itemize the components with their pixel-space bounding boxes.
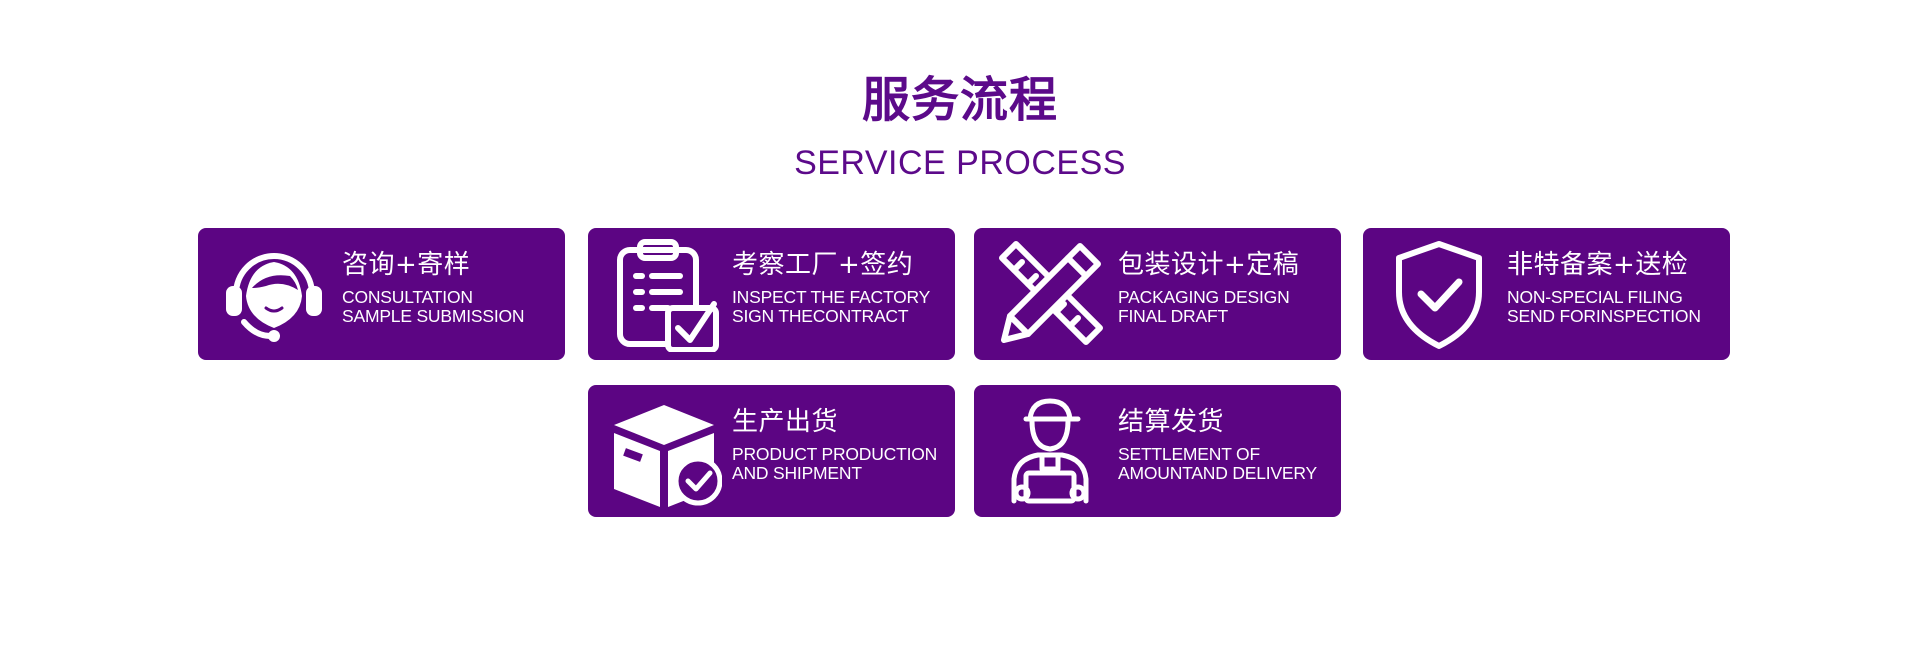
step-subtitle-line2: AND SHIPMENT [732,463,862,483]
step-title-cn: 咨询+寄样 [342,250,471,280]
pencil-ruler-icon [992,236,1108,352]
clipboard-check-icon [606,236,722,352]
headset-support-icon [216,236,332,352]
step-subtitle-line1: NON-SPECIAL FILING [1507,287,1683,307]
step-title-cn: 考察工厂+签约 [732,250,914,280]
page-title-cn: 服务流程 [861,72,1058,128]
step-subtitle-line1: INSPECT THE FACTORY [732,287,931,307]
delivery-person-icon [992,393,1108,509]
box-check-icon [606,393,722,509]
step-subtitle-line1: PRODUCT PRODUCTION [732,444,938,464]
step-subtitle-line2: SIGN THECONTRACT [732,306,909,326]
step-card-production-shipment: 生产出货 PRODUCT PRODUCTION AND SHIPMENT [588,385,955,517]
step-card-packaging-design: 包装设计+定稿 PACKAGING DESIGN FINAL DRAFT [974,228,1341,360]
step-subtitle-line1: CONSULTATION [342,287,473,307]
step-card-consultation: 咨询+寄样 CONSULTATION SAMPLE SUBMISSION [198,228,565,360]
page-title-en: SERVICE PROCESS [794,144,1126,182]
step-subtitle-line2: SEND FORINSPECTION [1507,306,1701,326]
shield-check-icon [1381,236,1497,352]
step-subtitle-line1: SETTLEMENT OF [1118,444,1260,464]
step-title-cn: 包装设计+定稿 [1118,250,1300,280]
step-card-settlement-delivery: 结算发货 SETTLEMENT OF AMOUNTAND DELIVERY [974,385,1341,517]
step-subtitle-line2: FINAL DRAFT [1118,306,1228,326]
step-title-cn: 非特备案+送检 [1507,250,1689,280]
step-subtitle-line1: PACKAGING DESIGN [1118,287,1290,307]
step-subtitle-line2: SAMPLE SUBMISSION [342,306,525,326]
step-card-inspect-factory: 考察工厂+签约 INSPECT THE FACTORY SIGN THECONT… [588,228,955,360]
step-card-filing-inspection: 非特备案+送检 NON-SPECIAL FILING SEND FORINSPE… [1363,228,1730,360]
step-title-cn: 结算发货 [1118,407,1225,437]
step-subtitle-line2: AMOUNTAND DELIVERY [1118,463,1317,483]
step-title-cn: 生产出货 [732,407,839,437]
